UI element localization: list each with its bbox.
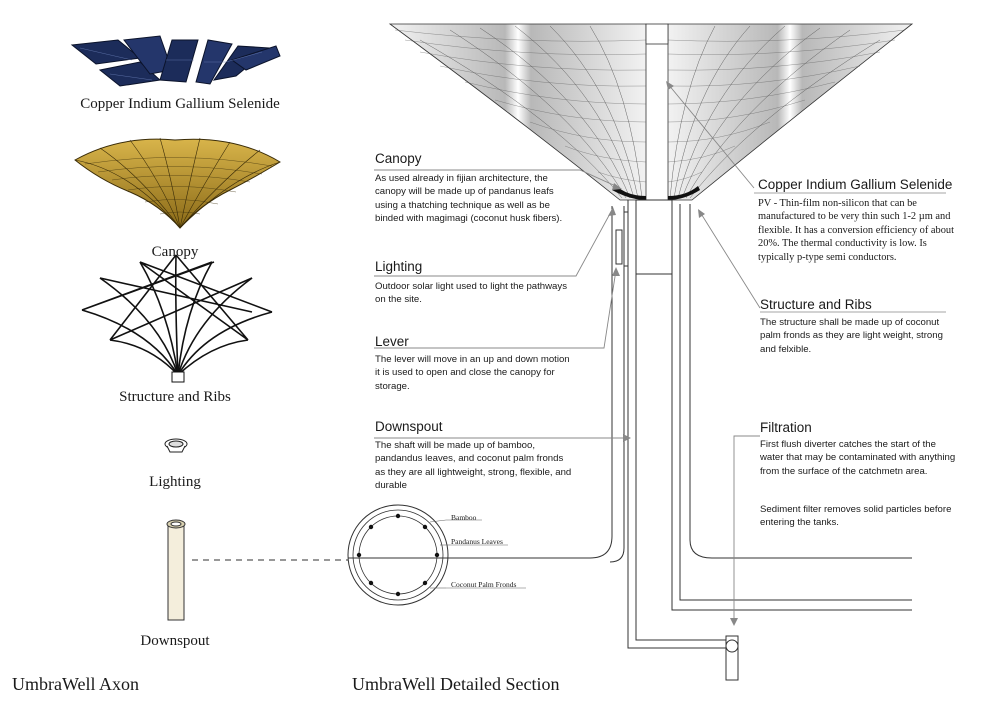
- axon-label-structure: Structure and Ribs: [119, 389, 231, 405]
- callout-cigs-heading: Copper Indium Gallium Selenide: [758, 177, 953, 192]
- callout-filtration-body-1: First flush diverter catches the start o…: [760, 439, 956, 477]
- callout-filtration-heading: Filtration: [760, 420, 812, 435]
- callout-downspout-body: The shaft will be made up of bamboo, pan…: [375, 440, 572, 492]
- axon-downspout: [166, 519, 186, 621]
- ring-label-pandanus: Pandanus Leaves: [451, 537, 503, 546]
- callout-structure-body: The structure shall be made up of coconu…: [760, 317, 943, 355]
- ring-label-bamboo: Bamboo: [451, 513, 477, 522]
- axon-structure-ribs: [81, 254, 273, 383]
- callout-downspout-heading: Downspout: [375, 419, 443, 434]
- axon-label-downspout: Downspout: [140, 633, 210, 649]
- callout-cigs-body: PV - Thin-film non-silicon that can be m…: [758, 198, 955, 263]
- callout-lever-heading: Lever: [375, 334, 409, 349]
- callout-filtration-body-2: Sediment filter removes solid particles …: [760, 504, 952, 529]
- callout-structure-heading: Structure and Ribs: [760, 297, 872, 312]
- axon-label-canopy: Canopy: [151, 244, 199, 260]
- callout-canopy-body: As used already in fijian architecture, …: [375, 173, 563, 225]
- ring-label-coconut: Coconut Palm Fronds: [451, 580, 517, 589]
- axon-label-cigs: Copper Indium Gallium Selenide: [80, 96, 280, 112]
- axon-lighting: [164, 438, 188, 453]
- section-title: UmbraWell Detailed Section: [352, 674, 560, 694]
- section-canopy: [388, 23, 914, 201]
- axon-label-lighting: Lighting: [149, 474, 201, 490]
- axon-pv-panels: [70, 35, 281, 87]
- callout-lighting-heading: Lighting: [375, 259, 423, 274]
- callout-lighting-body: Outdoor solar light used to light the pa…: [375, 281, 567, 306]
- downspout-cross-section: [347, 504, 526, 606]
- leader-lines: [374, 83, 761, 622]
- axon-canopy: [74, 137, 281, 229]
- heading-underlines: [754, 192, 946, 313]
- section-shaft: [348, 199, 912, 681]
- callout-lever-body: The lever will move in an up and down mo…: [375, 354, 570, 392]
- axon-title: UmbraWell Axon: [12, 674, 140, 694]
- leader-arrowheads: [608, 81, 738, 626]
- callout-canopy-heading: Canopy: [375, 151, 422, 166]
